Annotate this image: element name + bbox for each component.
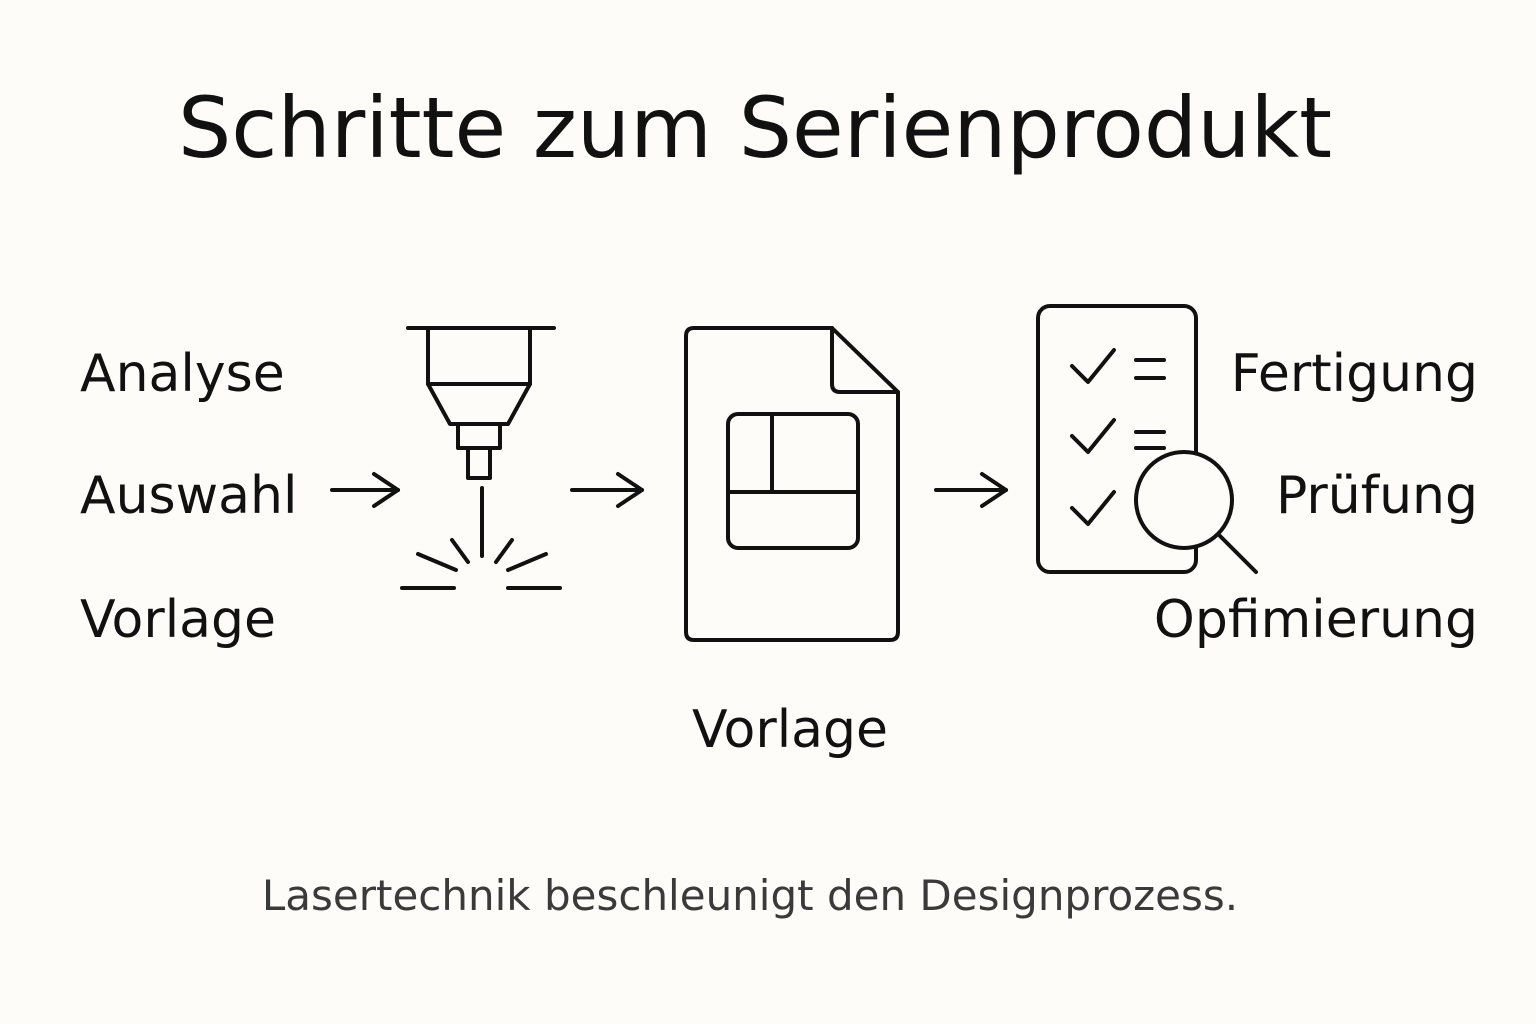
document-template-icon [684,326,900,642]
step-label-optimierung: Opfimierung [1153,590,1478,650]
arrow-right-icon [570,472,644,508]
arrow-right-icon [934,472,1008,508]
magnifying-glass-icon [1134,450,1258,574]
step-label-pruefung: Prüfung [1275,466,1478,526]
diagram-title: Schritte zum Serienprodukt [177,79,1333,177]
step-label-auswahl: Auswahl [80,466,298,526]
arrow-right-icon [330,472,400,508]
step-label-vorlage: Vorlage [80,590,277,650]
step-label-fertigung: Fertigung [1230,344,1478,404]
laser-cutter-icon [400,326,562,590]
center-label-vorlage: Vorlage [692,700,889,760]
step-label-analyse: Analyse [80,344,285,404]
caption: Lasertechnik beschleunigt den Designproz… [261,871,1239,920]
checklist-icon [1036,304,1198,574]
